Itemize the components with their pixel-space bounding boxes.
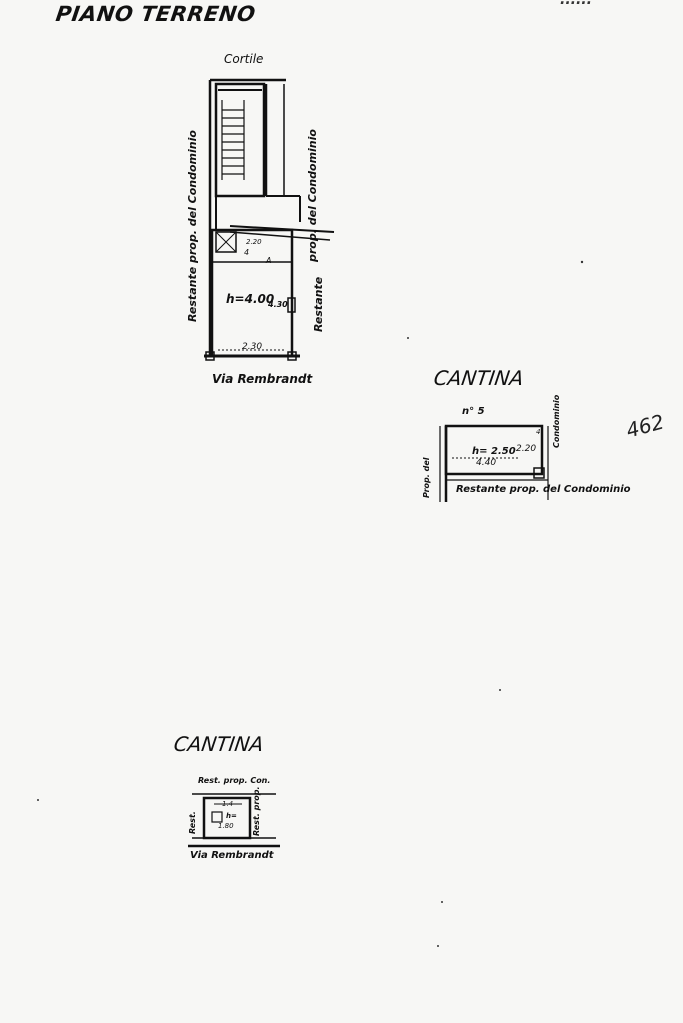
cantina-1-height: h= 2.50 — [472, 446, 516, 457]
corner-text-fragment: ...... — [560, 0, 592, 8]
staircase — [214, 82, 266, 198]
cantina-1-side-dim: 2.20 — [516, 444, 537, 454]
cantina-2-top-label: Rest. prop. Con. — [198, 776, 271, 785]
cantina-2-drawing — [188, 793, 280, 848]
ground-height-label: h=4.00 — [226, 292, 275, 306]
cantina-2-dim-top: 1.4 — [222, 800, 234, 808]
ground-width-label: 2.30 — [242, 342, 263, 352]
ground-small-b: A — [266, 256, 272, 265]
cantina-1-bottom-label: Restante prop. del Condominio — [456, 484, 631, 495]
cantina-1-width-dim: 4.40 — [476, 458, 497, 468]
cantina-1-number: n° 5 — [462, 406, 485, 417]
cantina-2-street-label: Via Rembrandt — [190, 850, 274, 861]
ground-depth-label: 4.30 — [268, 300, 288, 309]
ground-small-dims: 2.20 — [246, 238, 262, 246]
street-label: Via Rembrandt — [212, 372, 313, 386]
cantina-2-height: h= — [226, 812, 237, 820]
cantina-2-dim-bottom: 1.80 — [218, 822, 234, 830]
courtyard-label: Cortile — [224, 52, 264, 66]
ground-small-a: 4 — [244, 248, 250, 257]
cantina-1-side-small: 4 — [536, 428, 541, 436]
cantina-1-drawing — [439, 424, 549, 502]
